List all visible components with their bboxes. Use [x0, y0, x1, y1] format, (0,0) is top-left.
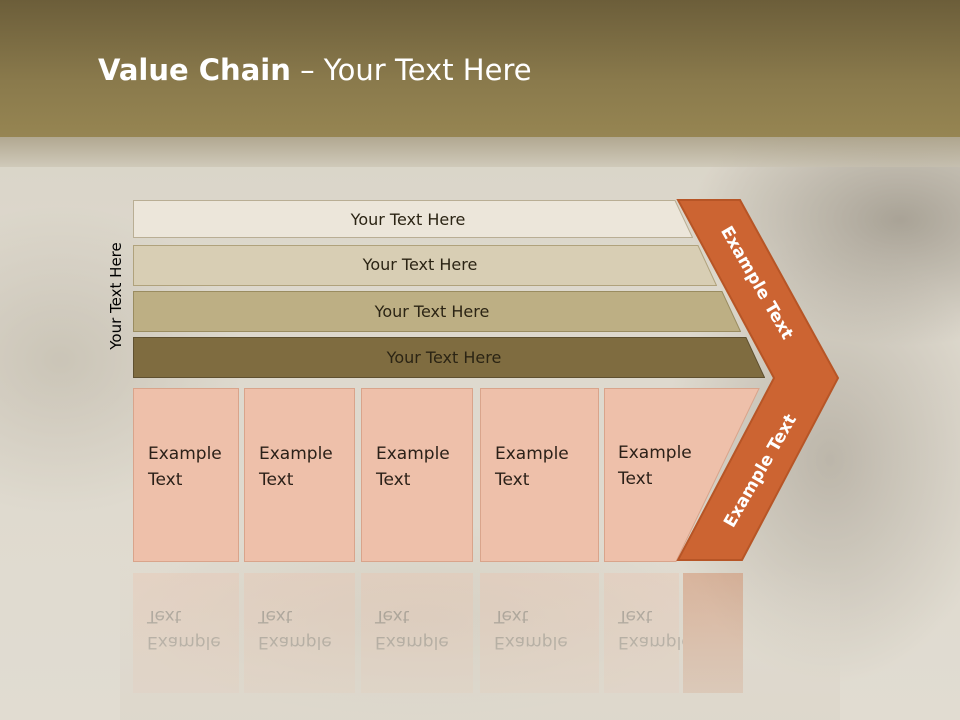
slide-header	[0, 0, 960, 137]
support-bar-4[interactable]: Your Text Here	[133, 337, 765, 378]
margin-chevron[interactable]	[670, 195, 845, 567]
side-label: Your Text Here	[107, 242, 125, 350]
support-bar-2[interactable]: Your Text Here	[133, 245, 717, 286]
primary-box-5[interactable]: Example Text	[604, 388, 764, 562]
primary-box-5-line2: Text	[618, 469, 653, 489]
primary-box-2-line2: Text	[259, 470, 294, 490]
primary-box-3-line1: Example	[376, 444, 450, 464]
title-bold: Value Chain	[98, 53, 291, 87]
primary-box-2[interactable]: Example Text	[244, 388, 355, 562]
support-bar-3[interactable]: Your Text Here	[133, 291, 741, 332]
title-rest: – Your Text Here	[290, 53, 532, 87]
primary-box-5-shape	[604, 388, 760, 562]
support-bar-3-label: Your Text Here	[374, 302, 490, 321]
support-bar-1-shape	[133, 200, 693, 238]
primary-box-4[interactable]: Example Text	[480, 388, 599, 562]
primary-box-1-line2: Text	[148, 470, 183, 490]
support-bar-4-label: Your Text Here	[386, 348, 502, 367]
support-bar-3-shape	[133, 291, 741, 332]
support-bar-2-shape	[133, 245, 717, 286]
primary-box-3[interactable]: Example Text	[361, 388, 473, 562]
support-bar-1[interactable]: Your Text Here	[133, 200, 693, 238]
primary-box-5-line1: Example	[618, 443, 692, 463]
primary-box-4-line2: Text	[495, 470, 530, 490]
primary-box-1-line1: Example	[148, 444, 222, 464]
support-bar-1-label: Your Text Here	[350, 209, 466, 229]
reflection-fade	[120, 563, 840, 720]
primary-box-4-line1: Example	[495, 444, 569, 464]
support-bar-4-shape	[133, 337, 765, 378]
primary-box-2-line1: Example	[259, 444, 333, 464]
slide-title: Value Chain – Your Text Here	[98, 53, 532, 87]
header-band	[0, 137, 960, 167]
primary-box-1[interactable]: Example Text	[133, 388, 239, 562]
support-bar-2-label: Your Text Here	[362, 254, 478, 274]
primary-box-3-line2: Text	[376, 470, 411, 490]
